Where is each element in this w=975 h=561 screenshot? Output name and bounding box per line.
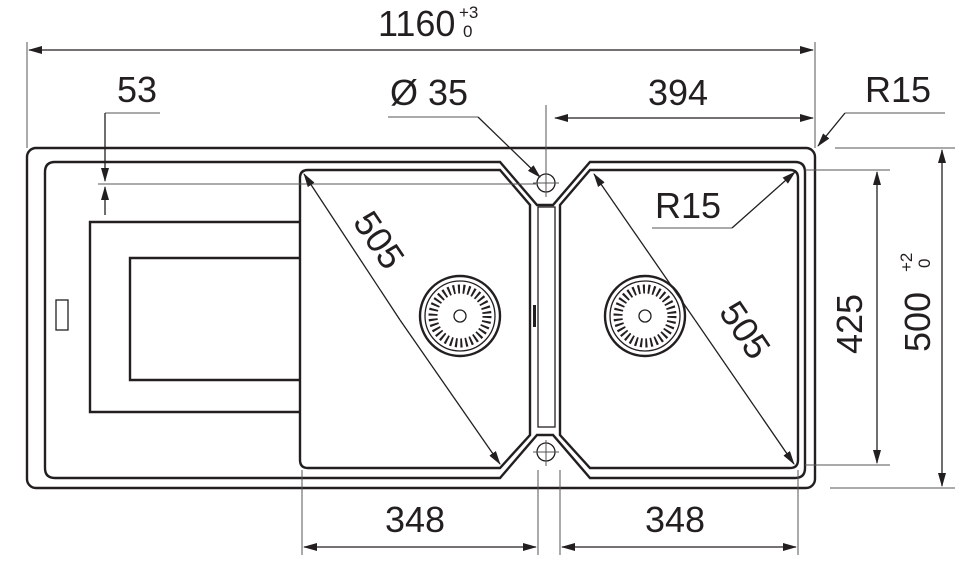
overall-depth-tol-lower: 0 [915, 259, 934, 268]
overall-depth-tol-upper: +2 [897, 253, 916, 272]
tap-hole-dimension: Ø 35 [388, 72, 541, 178]
left-bowl [298, 168, 532, 470]
tap-hole-top-icon [533, 105, 559, 197]
overall-depth-label: 500 [897, 292, 938, 352]
right-bowl-width-label: 348 [645, 499, 705, 540]
overall-width-tol-upper: +3 [459, 3, 478, 22]
left-diagonal-label: 505 [345, 204, 413, 277]
outer-radius-dimension: R15 [817, 69, 945, 147]
overall-width-dimension: 1160 +3 0 [26, 3, 816, 148]
inner-radius-dimension: R15 [652, 171, 796, 229]
overall-width-label: 1160 [378, 3, 455, 44]
inner-radius-label: R15 [655, 185, 721, 226]
right-section-dimension: 394 [554, 72, 814, 122]
sink-outline [25, 146, 817, 490]
left-drain-icon [418, 274, 502, 358]
overflow-slot [533, 305, 536, 327]
drainer-inner-rib [128, 256, 300, 382]
right-bowl [558, 168, 800, 470]
left-bowl-width-label: 348 [385, 499, 445, 540]
drainer-outer-rib [88, 220, 300, 414]
bowl-depth-label: 425 [829, 294, 870, 354]
overflow-icon [55, 299, 69, 331]
right-section-label: 394 [648, 72, 708, 113]
tap-hole-label: Ø 35 [390, 72, 468, 113]
overall-depth-dimension: 500 +2 0 [830, 147, 955, 489]
right-drain-icon [603, 274, 687, 358]
drainer-offset-label: 53 [117, 69, 157, 110]
drainer-offset-dimension: 53 [98, 69, 536, 215]
left-diagonal-dimension: 505 [303, 173, 501, 465]
inner-rim [43, 160, 807, 480]
bowl-depth-dimension: 425 [805, 169, 890, 466]
left-bowl-width-dimension: 348 [301, 470, 539, 555]
outer-radius-label: R15 [865, 69, 931, 110]
overall-width-tol-lower: 0 [463, 22, 472, 41]
tap-hole-bottom-icon [533, 440, 559, 466]
right-bowl-width-dimension: 348 [559, 470, 799, 555]
bowl-divider [537, 206, 556, 428]
right-diagonal-label: 505 [711, 294, 779, 367]
